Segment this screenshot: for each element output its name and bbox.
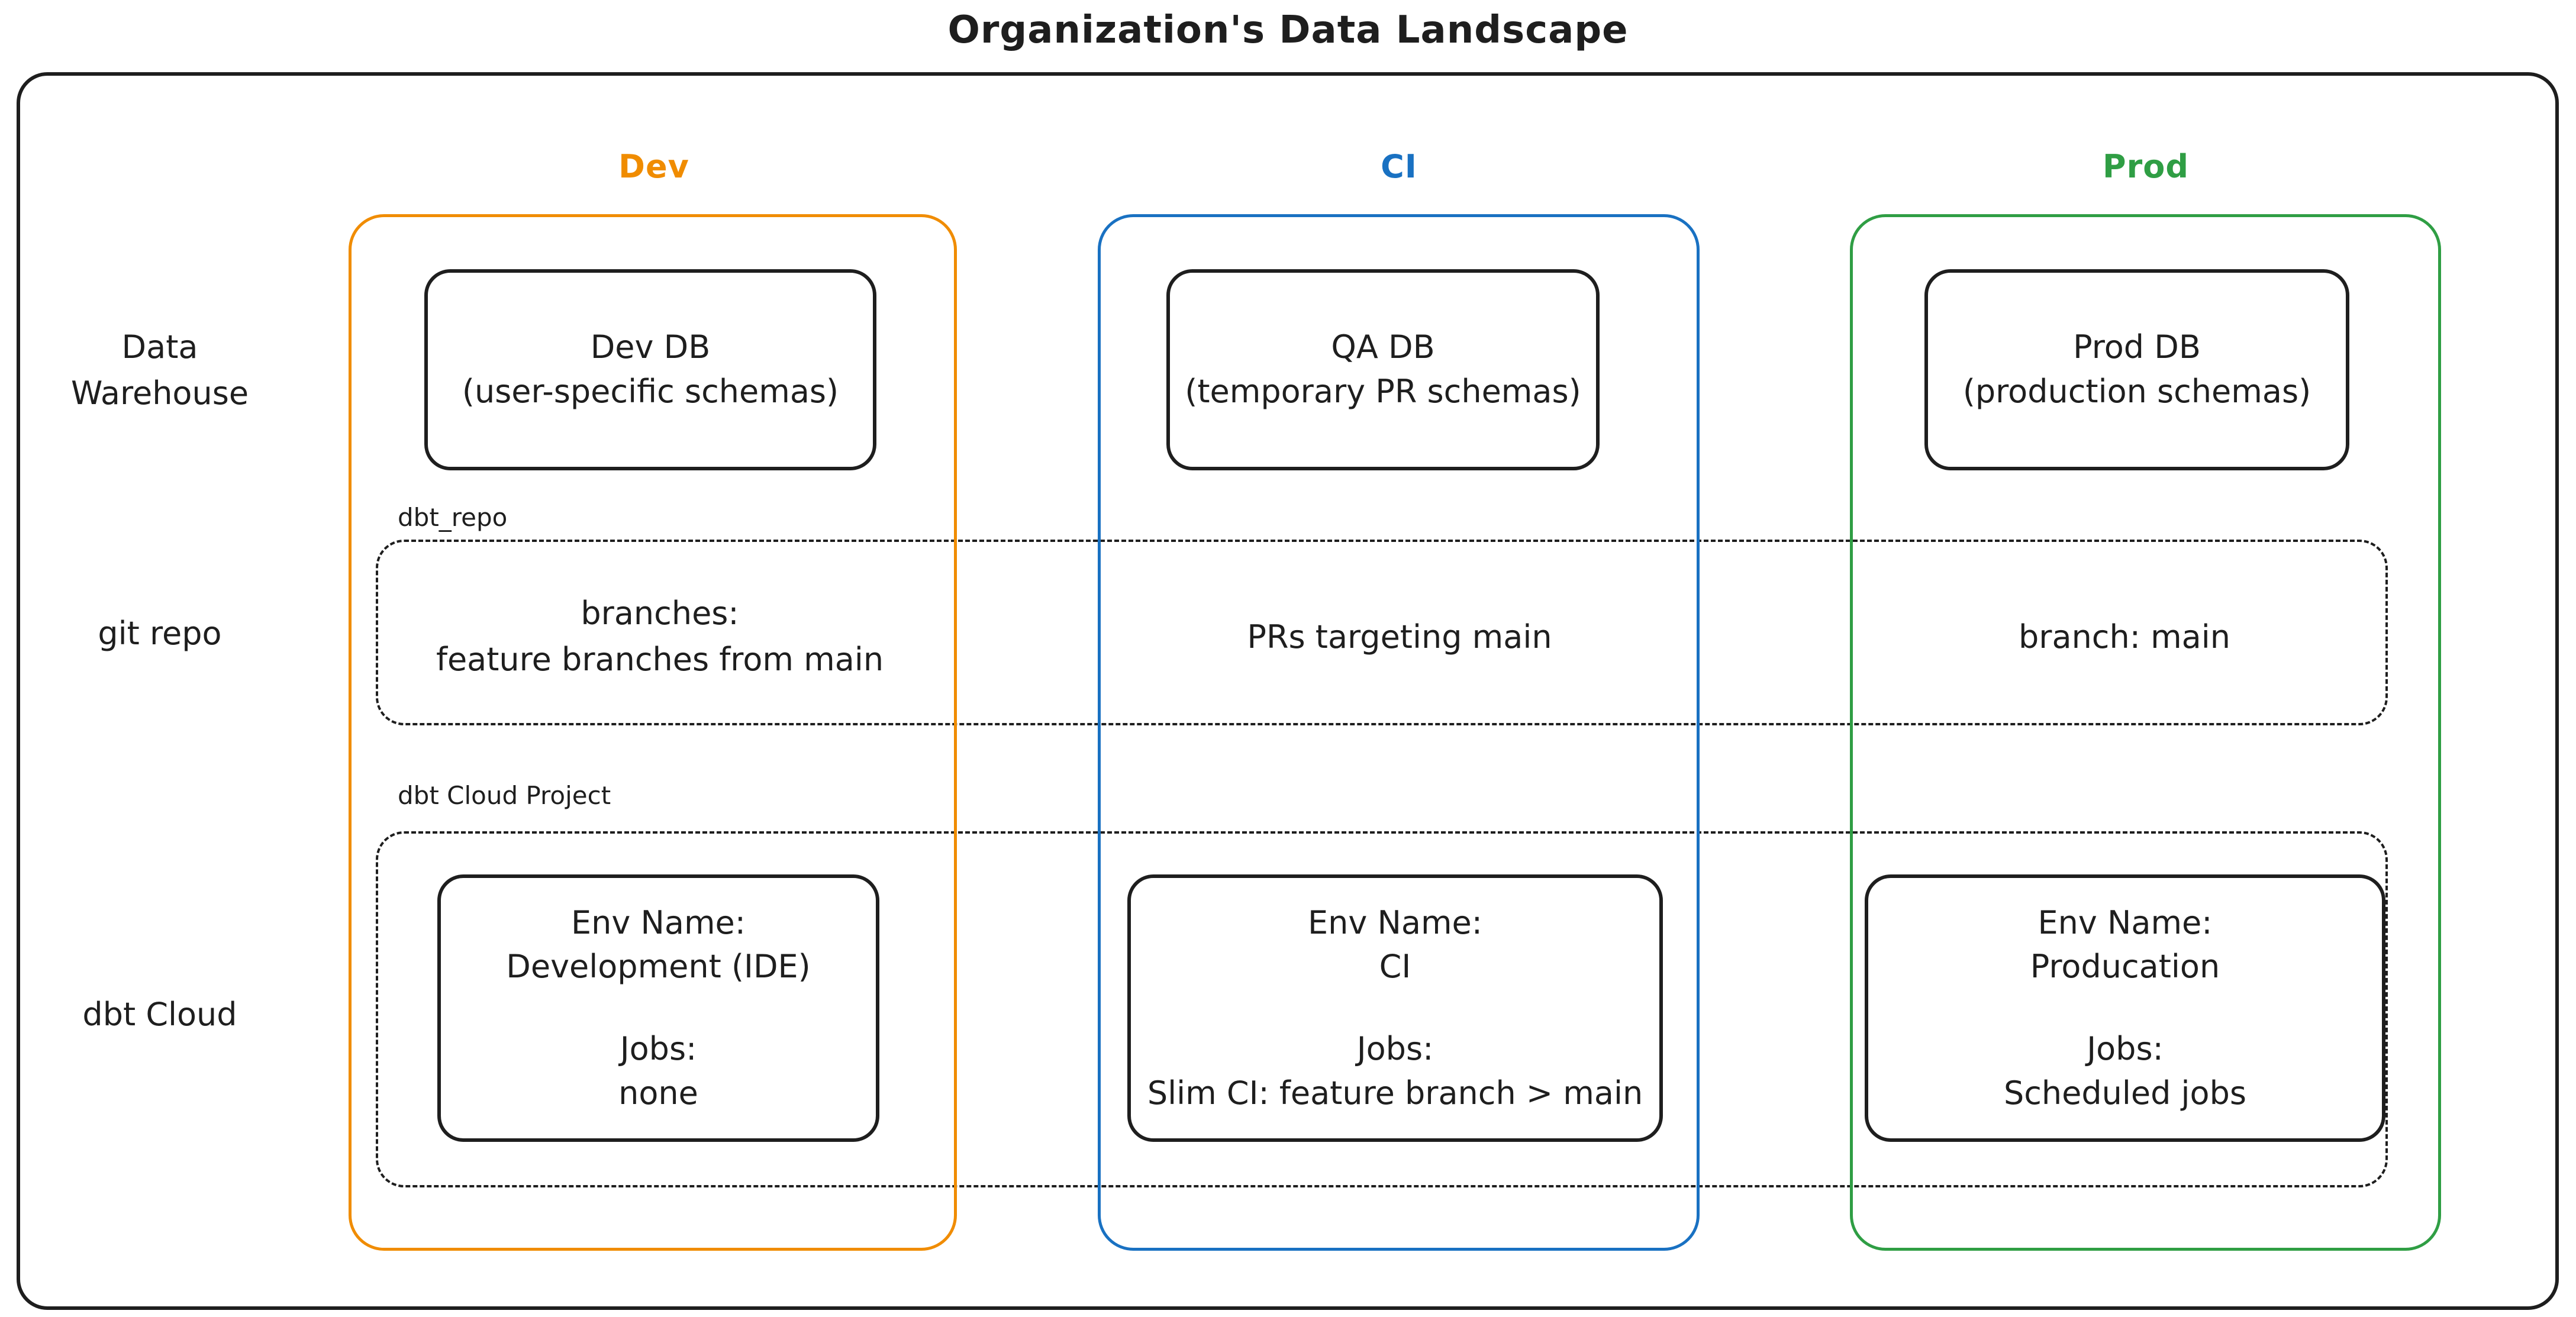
git-repo-dev-line2: feature branches from main [436,641,884,679]
row-label-data-warehouse: Data Warehouse [70,328,249,412]
prod-jobs-value: Scheduled jobs [2003,1074,2247,1112]
prod-db-node: Prod DB (production schemas) [1924,269,2349,470]
dbt-repo-label: dbt_repo [398,503,508,532]
qa-db-node: QA DB (temporary PR schemas) [1166,269,1600,470]
column-header-prod: Prod [2103,148,2189,185]
git-repo-ci-text: PRs targeting main [1247,618,1552,656]
prod-environment-node: Env Name: Producation Jobs: Scheduled jo… [1865,874,2385,1142]
column-frame-ci [1098,214,1700,1251]
diagram-title: Organization's Data Landscape [947,8,1629,52]
prod-db-title: Prod DB [2073,328,2201,366]
dev-jobs-value: none [618,1074,698,1112]
column-frame-prod [1850,214,2441,1251]
ci-environment-node: Env Name: CI Jobs: Slim CI: feature bran… [1127,874,1663,1142]
column-header-ci: CI [1381,148,1417,185]
dev-env-name-label: Env Name: [571,903,746,941]
dev-db-node: Dev DB (user-specific schemas) [424,269,876,470]
prod-db-subtitle: (production schemas) [1962,373,2311,410]
dev-jobs-label: Jobs: [620,1030,697,1067]
dev-env-name-value: Development (IDE) [506,948,811,986]
row-label-git-repo: git repo [98,615,222,652]
landscape-outer-frame [17,72,2559,1310]
prod-env-name-value: Producation [2030,948,2220,986]
qa-db-title: QA DB [1331,328,1435,366]
qa-db-subtitle: (temporary PR schemas) [1185,373,1581,410]
ci-jobs-label: Jobs: [1356,1030,1434,1067]
dev-db-subtitle: (user-specific schemas) [462,373,839,410]
dev-environment-node: Env Name: Development (IDE) Jobs: none [437,874,879,1142]
ci-env-name-value: CI [1379,948,1411,986]
prod-env-name-label: Env Name: [2037,903,2213,941]
dev-db-title: Dev DB [590,328,711,366]
prod-jobs-label: Jobs: [2087,1030,2164,1067]
row-label-dbt-cloud: dbt Cloud [82,996,237,1033]
ci-jobs-value: Slim CI: feature branch > main [1147,1074,1643,1112]
git-repo-prod-text: branch: main [2019,618,2230,656]
git-repo-dev-line1: branches: [581,595,739,632]
column-header-dev: Dev [618,148,689,185]
dbt-repo-dashed-frame [376,540,2388,725]
column-frame-dev [349,214,957,1251]
ci-env-name-label: Env Name: [1308,903,1482,941]
dbt-cloud-project-dashed-frame [376,831,2388,1187]
git-repo-dev-text: branches: feature branches from main [388,590,932,683]
dbt-cloud-project-label: dbt Cloud Project [398,781,611,810]
